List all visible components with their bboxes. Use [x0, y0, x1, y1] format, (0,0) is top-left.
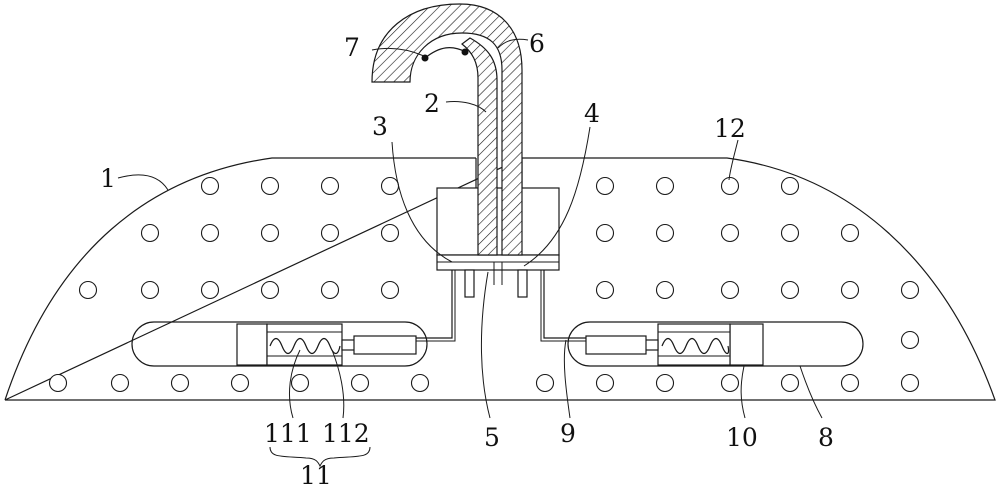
label-111: 111 [264, 419, 312, 448]
label-4: 4 [584, 99, 600, 128]
hanger-body [4, 157, 996, 401]
ventilation-hole [595, 176, 615, 196]
label-8: 8 [818, 423, 834, 452]
ventilation-hole [110, 373, 130, 393]
label-1: 1 [100, 164, 116, 193]
ventilation-hole [260, 280, 280, 300]
right-push-plate [585, 335, 647, 355]
ventilation-hole [900, 280, 920, 300]
central-housing [436, 187, 560, 256]
ventilation-hole [200, 176, 220, 196]
ventilation-hole [320, 223, 340, 243]
inner-tube [461, 37, 498, 256]
ventilation-hole [320, 176, 340, 196]
ventilation-hole [380, 280, 400, 300]
right-spring-housing [657, 323, 731, 366]
right-slide-slot [567, 321, 864, 367]
ventilation-hole [410, 373, 430, 393]
ventilation-hole [900, 330, 920, 350]
ventilation-hole [260, 223, 280, 243]
label-3: 3 [372, 112, 388, 141]
ventilation-hole [260, 176, 280, 196]
ventilation-hole [720, 373, 740, 393]
label-6: 6 [529, 29, 545, 58]
left-wire [416, 270, 453, 339]
left-slide-slot [131, 321, 428, 367]
ventilation-hole [595, 373, 615, 393]
label-112: 112 [322, 419, 370, 448]
brace-11 [269, 446, 371, 468]
right-pin [517, 269, 528, 298]
label-12: 12 [714, 114, 746, 143]
left-push-plate [353, 335, 417, 355]
left-wire-inner [416, 270, 456, 342]
ventilation-hole [780, 176, 800, 196]
ventilation-hole [535, 373, 555, 393]
left-spring [269, 337, 341, 355]
ventilation-hole [780, 223, 800, 243]
ventilation-holes [48, 176, 920, 393]
ventilation-hole [655, 373, 675, 393]
ventilation-hole [720, 280, 740, 300]
ventilation-hole [380, 223, 400, 243]
left-slider-block [236, 323, 268, 366]
label-9: 9 [560, 419, 576, 448]
ventilation-hole [720, 176, 740, 196]
right-spring [661, 337, 730, 355]
ventilation-hole [350, 373, 370, 393]
ventilation-hole [380, 176, 400, 196]
left-pin [464, 269, 475, 298]
ventilation-hole [595, 280, 615, 300]
ventilation-hole [140, 280, 160, 300]
label-11: 11 [300, 461, 332, 488]
ventilation-hole [780, 280, 800, 300]
arc-dot-left [421, 54, 429, 62]
label-2: 2 [424, 89, 440, 118]
ventilation-hole [320, 280, 340, 300]
ventilation-hole [840, 280, 860, 300]
ventilation-hole [900, 373, 920, 393]
left-spring-housing [266, 323, 343, 366]
ventilation-hole [655, 223, 675, 243]
left-spring-assembly [236, 323, 417, 366]
ventilation-hole [290, 373, 310, 393]
ventilation-hole [840, 373, 860, 393]
right-wire [543, 270, 586, 339]
arc-dot-right [461, 48, 469, 56]
label-5: 5 [484, 423, 500, 452]
label-7: 7 [344, 33, 360, 62]
ventilation-hole [840, 223, 860, 243]
ventilation-hole [655, 176, 675, 196]
ventilation-hole [200, 223, 220, 243]
ventilation-hole [200, 280, 220, 300]
right-wire-inner [540, 270, 586, 342]
ventilation-hole [780, 373, 800, 393]
ventilation-hole [230, 373, 250, 393]
ventilation-hole [720, 223, 740, 243]
ventilation-hole [655, 280, 675, 300]
hook [371, 3, 523, 256]
ventilation-hole [170, 373, 190, 393]
right-spring-assembly [585, 323, 764, 366]
right-slider-block [729, 323, 764, 366]
ventilation-hole [78, 280, 98, 300]
label-10: 10 [726, 423, 758, 452]
arc-indicator [424, 47, 467, 59]
ventilation-hole [595, 223, 615, 243]
ventilation-hole [48, 373, 68, 393]
ventilation-hole [140, 223, 160, 243]
